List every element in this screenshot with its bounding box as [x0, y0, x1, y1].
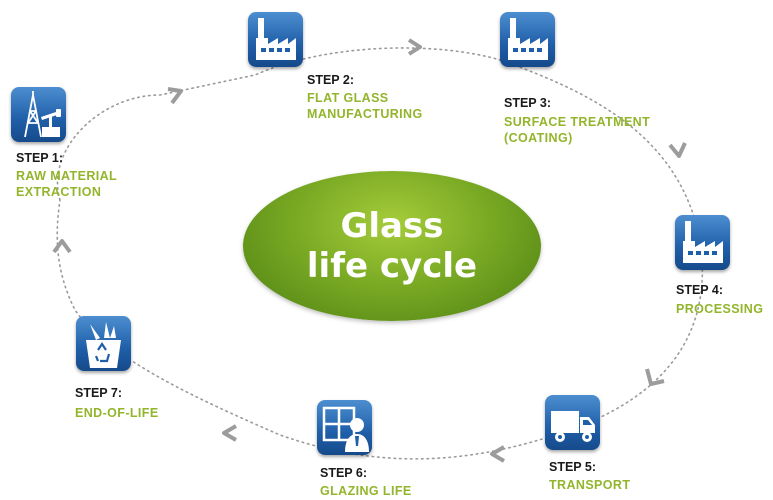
- center-title: Glass life cycle: [243, 171, 541, 321]
- flow-arrow-right-icon: [404, 37, 426, 57]
- center-title-line-2: life cycle: [306, 246, 478, 286]
- factory-icon: [248, 12, 303, 67]
- flow-arrow-left-icon: [219, 423, 241, 443]
- step-5-name: TRANSPORT: [549, 477, 630, 493]
- step-6-name-line-1: GLAZING LIFE: [320, 484, 412, 498]
- step-4-title: STEP 4:: [676, 283, 724, 297]
- flow-arrow-down-left-icon: [643, 366, 667, 390]
- step-3-name-line-1: SURFACE TREATMENT: [504, 115, 651, 129]
- step-5-name-line-1: TRANSPORT: [549, 478, 631, 492]
- flow-arrow-left-icon: [487, 444, 509, 464]
- flow-arrow-up-right-icon: [164, 84, 186, 106]
- step-7-name: END-OF-LIFE: [75, 405, 159, 421]
- recycle-bin-icon: [76, 316, 131, 371]
- step-2-name-line-1: FLAT GLASS: [307, 91, 389, 105]
- flow-arrow-up-icon: [51, 236, 73, 256]
- step-2-title: STEP 2:: [307, 73, 355, 87]
- step-6-name: GLAZING LIFE: [320, 483, 412, 499]
- step-6-title: STEP 6:: [320, 466, 368, 480]
- step-4-name-line-1: PROCESSING: [676, 302, 764, 316]
- step-7-name-line-1: END-OF-LIFE: [75, 406, 159, 420]
- step-1-name-line-2: EXTRACTION: [16, 185, 102, 199]
- step-2-name: FLAT GLASS MANUFACTURING: [307, 90, 423, 122]
- step-3-name: SURFACE TREATMENT (COATING): [504, 114, 650, 146]
- center-title-line-1: Glass: [340, 206, 444, 246]
- step-3-title: STEP 3:: [504, 96, 552, 110]
- truck-icon: [545, 395, 600, 450]
- step-1-name-line-1: RAW MATERIAL: [16, 169, 118, 183]
- window-person-icon: [317, 400, 372, 455]
- flow-arrow-down-right-icon: [665, 139, 689, 163]
- step-1-title: STEP 1:: [16, 151, 64, 165]
- step-5-title: STEP 5:: [549, 460, 597, 474]
- step-4-name: PROCESSING: [676, 301, 763, 317]
- factory-icon: [500, 12, 555, 67]
- step-3-name-line-2: (COATING): [504, 131, 573, 145]
- step-2-name-line-2: MANUFACTURING: [307, 107, 423, 121]
- step-7-title: STEP 7:: [75, 386, 123, 400]
- factory-icon: [675, 215, 730, 270]
- oil-derrick-icon: [11, 87, 66, 142]
- step-1-name: RAW MATERIAL EXTRACTION: [16, 168, 117, 200]
